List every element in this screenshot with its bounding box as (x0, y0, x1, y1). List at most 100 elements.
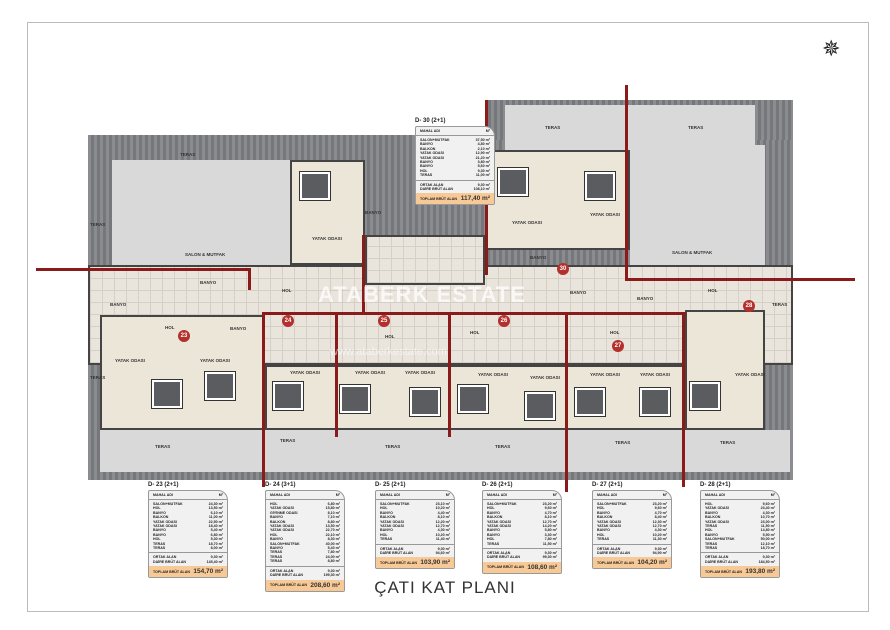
unit-type: (3+1) (281, 482, 296, 488)
room-name: HOL (487, 506, 495, 511)
room-name: TERAS (380, 537, 393, 542)
header-unit: M² (552, 493, 557, 497)
room-area: 11,30 m² (652, 537, 667, 542)
gross-area-label: DAİRE BRÜT ALAN (270, 573, 304, 578)
unit-type: (2+1) (498, 482, 513, 488)
gross-area-value: 145,40 m² (206, 559, 223, 564)
room-area: 11,00 m² (208, 515, 223, 520)
bed-icon (498, 168, 528, 196)
room-label: BANYO (570, 290, 587, 295)
room-area: 23,40 m² (760, 506, 775, 511)
total-area-value: 193,80 m² (745, 568, 775, 576)
room-area: 6,80 m² (210, 532, 223, 537)
unit-boundary (625, 85, 628, 280)
bed-icon (585, 172, 615, 200)
room-area: 24,00 m² (325, 554, 340, 559)
unit-title: D- 27 (2+1) (592, 482, 672, 488)
room-name: YATAK ODASI (380, 524, 404, 529)
terrace-bottom (100, 430, 790, 472)
gross-area-row: DAİRE BRÜT ALAN 199,30 m² (270, 573, 340, 577)
room-area: 12,10 m² (760, 541, 775, 546)
bed-icon (205, 372, 235, 400)
room-name: SALON+MUTFAK (420, 138, 450, 142)
room-name: YATAK ODASI (270, 524, 294, 529)
room-area: 37,50 m² (475, 138, 490, 142)
unit-id: D- 26 (482, 482, 497, 488)
room-area: 15,80 m² (325, 506, 340, 511)
room-area: 2,10 m² (477, 146, 490, 151)
room-name: YATAK ODASI (705, 506, 729, 511)
gross-area-label: DAİRE BRÜT ALAN (420, 187, 454, 192)
room-area: 9,60 m² (654, 506, 667, 511)
room-area: 3,30 m² (544, 532, 557, 537)
room-area: 10,20 m² (435, 532, 450, 537)
unit-id: D- 25 (375, 482, 390, 488)
room-name: TERAS (270, 550, 283, 555)
room-area: 12,90 m² (475, 151, 490, 156)
total-area-value: 208,60 m² (310, 581, 340, 589)
gross-area-value: 108,10 m² (473, 187, 490, 192)
gross-area-value: 199,30 m² (323, 573, 340, 578)
header-unit: M² (770, 493, 775, 497)
room-name: YATAK ODASI (705, 519, 729, 524)
room-name: SALON+MUTFAK (380, 502, 410, 506)
room-name: BANYO (270, 515, 283, 520)
unit-type: (2+1) (391, 482, 406, 488)
common-area-value: 9,30 m² (477, 182, 490, 187)
header-name: MAHAL ADI (487, 493, 507, 497)
common-area-label: ORTAK ALAN (420, 182, 444, 187)
unit-id: D- 28 (700, 482, 715, 488)
room-label: TERAS (720, 440, 736, 445)
unit-number-badge: 24 (282, 315, 294, 327)
bed-icon (458, 385, 488, 413)
room-label: TERAS (155, 444, 171, 449)
common-area-value: 9,30 m² (544, 551, 557, 556)
room-name: BANYO (420, 164, 433, 169)
room-area: 4,30 m² (654, 528, 667, 533)
table-summary: ORTAK ALAN 9,30 m² DAİRE BRÜT ALAN 108,10 … (416, 179, 494, 194)
room-area: 8,80 m² (327, 559, 340, 564)
room-label: YATAK ODASI (640, 372, 670, 377)
common-area-row: ORTAK ALAN 9,30 m² (420, 183, 490, 187)
room-area: 9,60 m² (762, 502, 775, 506)
room-name: YATAK ODASI (487, 519, 511, 524)
room-name: BANYO (153, 528, 166, 533)
room-name: HOL (705, 502, 713, 506)
room-label: YATAK ODASI (590, 372, 620, 377)
room-name: BANYO (487, 528, 500, 533)
bed-icon (575, 388, 605, 416)
room-name: TERAS (153, 541, 166, 546)
room-label: HOL (385, 334, 395, 339)
room-label: YATAK ODASI (200, 358, 230, 363)
room-name: YATAK ODASI (270, 528, 294, 533)
room-area: 40,00 m² (325, 541, 340, 546)
